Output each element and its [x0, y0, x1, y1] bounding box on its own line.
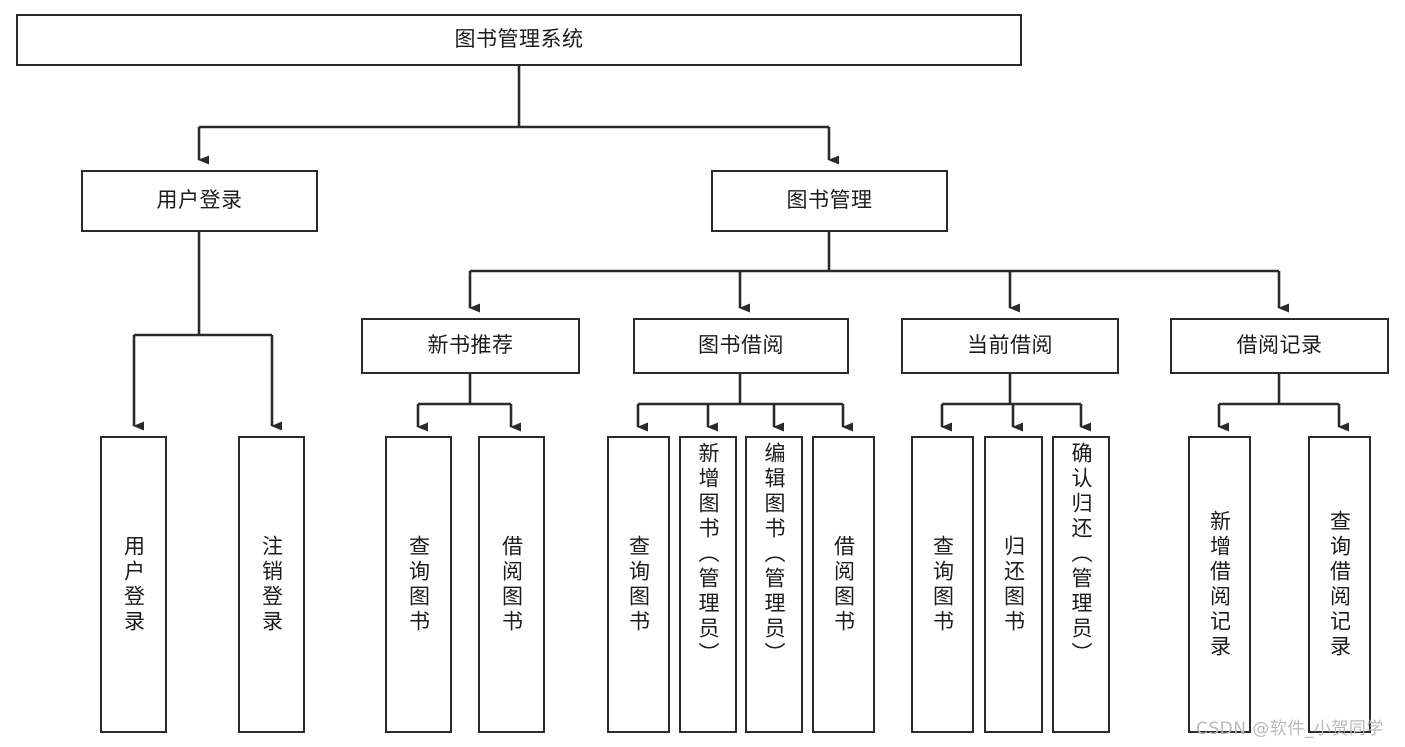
node-label: 查询图书 — [626, 534, 651, 635]
node-leaf-query-books-borrow[interactable]: 查询图书 — [607, 436, 670, 733]
node-label: 查询图书 — [406, 534, 431, 635]
node-leaf-user-login[interactable]: 用户登录 — [100, 436, 167, 733]
node-label: 新增借阅记录 — [1207, 509, 1232, 660]
node-label: 借阅图书 — [831, 534, 856, 635]
user-login-connectors — [132, 232, 282, 431]
book-borrow-connectors — [636, 374, 853, 432]
node-leaf-borrow-books-recommend[interactable]: 借阅图书 — [478, 436, 545, 733]
node-label: 新增图书（管理员） — [696, 442, 721, 667]
node-leaf-borrow-books[interactable]: 借阅图书 — [812, 436, 875, 733]
node-label: 确认归还（管理员） — [1069, 442, 1094, 667]
node-label: 新书推荐 — [427, 333, 514, 358]
new-book-recommend-connectors — [416, 374, 521, 432]
node-leaf-query-books-recommend[interactable]: 查询图书 — [385, 436, 452, 733]
node-label: 图书管理系统 — [454, 27, 584, 52]
current-borrow-connectors — [940, 374, 1091, 432]
node-leaf-query-books-current[interactable]: 查询图书 — [911, 436, 974, 733]
node-label: 编辑图书（管理员） — [762, 442, 787, 667]
root-connectors — [197, 66, 839, 165]
node-label: 用户登录 — [121, 534, 146, 635]
node-leaf-add-book-admin[interactable]: 新增图书（管理员） — [679, 436, 737, 733]
node-leaf-edit-book-admin[interactable]: 编辑图书（管理员） — [745, 436, 803, 733]
node-label: 用户登录 — [156, 188, 243, 213]
node-user-login[interactable]: 用户登录 — [81, 170, 318, 232]
node-label: 图书管理 — [786, 188, 873, 213]
node-new-book-recommendation[interactable]: 新书推荐 — [361, 318, 580, 374]
node-current-borrowing[interactable]: 当前借阅 — [901, 318, 1119, 374]
node-book-management[interactable]: 图书管理 — [711, 170, 948, 232]
node-book-management-system[interactable]: 图书管理系统 — [16, 14, 1022, 66]
node-leaf-return-books[interactable]: 归还图书 — [984, 436, 1043, 733]
node-label: 查询图书 — [930, 534, 955, 635]
book-management-connectors — [468, 232, 1289, 313]
node-leaf-logout[interactable]: 注销登录 — [238, 436, 305, 733]
node-label: 借阅图书 — [499, 534, 524, 635]
node-label: 注销登录 — [259, 534, 284, 635]
node-leaf-add-borrow-record[interactable]: 新增借阅记录 — [1188, 436, 1251, 733]
node-leaf-confirm-return-admin[interactable]: 确认归还（管理员） — [1052, 436, 1110, 733]
node-label: 归还图书 — [1001, 534, 1026, 635]
node-borrowing-record[interactable]: 借阅记录 — [1170, 318, 1389, 374]
node-label: 借阅记录 — [1236, 333, 1323, 358]
node-label: 查询借阅记录 — [1327, 509, 1352, 660]
node-book-borrowing[interactable]: 图书借阅 — [633, 318, 849, 374]
node-leaf-query-borrow-record[interactable]: 查询借阅记录 — [1308, 436, 1371, 733]
node-label: 图书借阅 — [698, 333, 784, 358]
node-label: 当前借阅 — [967, 333, 1053, 358]
borrow-record-connectors — [1217, 374, 1349, 432]
